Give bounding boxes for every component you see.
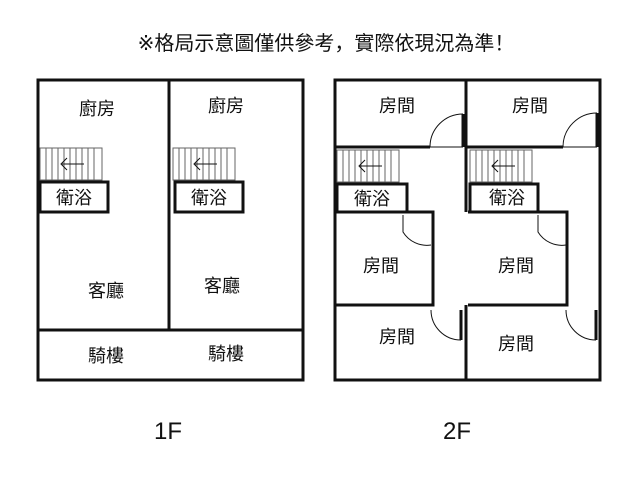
door-swing-mid-left xyxy=(402,215,432,246)
kitchen-label-1f-right: 廚房 xyxy=(208,95,244,117)
arcade-label-1f-left: 騎樓 xyxy=(88,346,124,367)
stairs-2f-right xyxy=(469,149,533,183)
floor-label-1f: 1F xyxy=(154,418,182,445)
bath-label-2f-right: 衛浴 xyxy=(489,188,525,209)
bath-box-1f-right xyxy=(173,180,245,214)
bath-box-1f-left xyxy=(38,180,110,214)
stairs-1f-right xyxy=(172,147,236,181)
disclaimer-note: ※格局示意圖僅供參考，實際依現況為準！ xyxy=(138,31,515,55)
bath-box-2f-left xyxy=(335,182,409,214)
doors-2f xyxy=(402,112,599,341)
room-label-2f-bottom-left: 房間 xyxy=(379,327,415,348)
door-swing-bottom-left xyxy=(430,309,462,341)
bath-label-2f-left: 衛浴 xyxy=(354,189,390,210)
living-label-1f-right: 客廳 xyxy=(204,276,240,297)
bath-label-1f-left: 衛浴 xyxy=(56,188,92,209)
door-swing-top-left xyxy=(429,113,464,148)
stairs-1f-left xyxy=(39,147,103,181)
bath-box-2f-right xyxy=(468,182,540,214)
bath-label-1f-right: 衛浴 xyxy=(191,188,227,209)
door-swing-mid-right xyxy=(537,215,567,246)
floor-2-plan xyxy=(333,78,602,382)
door-swing-top-right xyxy=(562,112,598,148)
room-label-2f-mid-left: 房間 xyxy=(363,256,399,277)
arcade-label-1f-right: 騎樓 xyxy=(208,344,244,365)
floor-label-2f: 2F xyxy=(443,418,471,445)
room-label-2f-bottom-right: 房間 xyxy=(498,334,534,355)
room-label-2f-top-right: 房間 xyxy=(512,96,548,117)
door-swing-bottom-right xyxy=(565,309,597,341)
room-label-2f-mid-right: 房間 xyxy=(498,256,534,277)
stairs-2f-left xyxy=(336,149,400,183)
kitchen-label-1f-left: 廚房 xyxy=(79,98,115,120)
floor-1-plan xyxy=(36,78,305,382)
living-label-1f-left: 客廳 xyxy=(88,281,124,302)
room-label-2f-top-left: 房間 xyxy=(379,96,415,117)
